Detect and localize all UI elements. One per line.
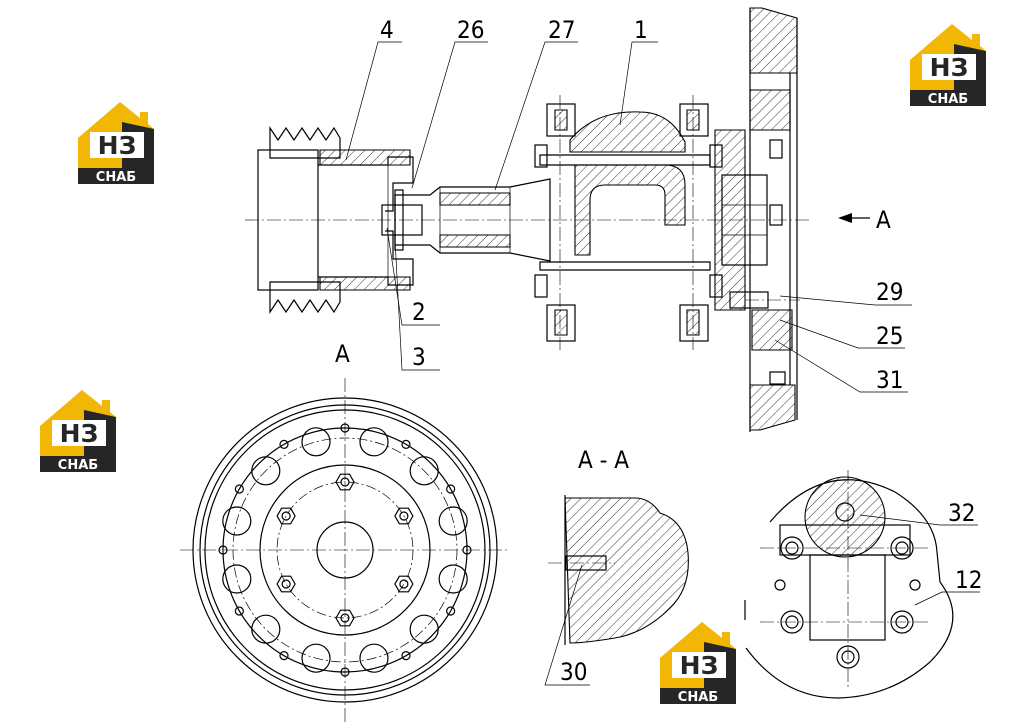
svg-text:СНАБ: СНАБ <box>928 92 968 107</box>
svg-text:НЗ: НЗ <box>930 53 969 82</box>
hex-bolt-head <box>335 609 355 627</box>
svg-text:СНАБ: СНАБ <box>678 690 718 705</box>
small-hole <box>340 423 350 433</box>
callout-29: 29 <box>876 278 903 306</box>
logo-watermark-1: НЗ СНАБ <box>78 102 154 185</box>
section-a-a: A - A <box>544 446 689 686</box>
arrow-label: A <box>876 206 891 234</box>
crank-body <box>534 95 768 350</box>
svg-text:СНАБ: СНАБ <box>96 170 136 185</box>
small-hole <box>234 606 244 616</box>
hex-bolt-head <box>276 507 296 525</box>
hex-bolt-head <box>276 575 296 593</box>
detail-view <box>744 470 980 699</box>
small-hole <box>218 545 228 555</box>
callout-4: 4 <box>380 16 394 44</box>
side-view: A <box>245 7 891 432</box>
small-hole <box>446 606 456 616</box>
hex-bolt-center <box>281 511 291 521</box>
callout-32: 32 <box>948 499 975 527</box>
large-hole <box>438 506 468 536</box>
side-view-leaders <box>345 41 912 393</box>
small-hole <box>279 439 289 449</box>
hex-bolt-center <box>340 477 350 487</box>
hex-bolt-head <box>394 507 414 525</box>
hex-bolt-center <box>399 579 409 589</box>
small-hole <box>340 667 350 677</box>
svg-text:НЗ: НЗ <box>60 419 99 448</box>
view-a-label: A <box>335 340 350 368</box>
view-arrow-a: A <box>838 206 891 234</box>
callout-27: 27 <box>548 16 575 44</box>
callout-12: 12 <box>955 566 982 594</box>
callout-2: 2 <box>412 298 426 326</box>
hex-bolts <box>276 473 414 627</box>
large-hole <box>359 427 389 457</box>
svg-text:НЗ: НЗ <box>680 651 719 680</box>
svg-text:СНАБ: СНАБ <box>58 458 98 473</box>
large-hole <box>409 456 439 486</box>
callout-1: 1 <box>634 16 648 44</box>
logo-watermark-4: НЗ СНАБ <box>660 622 736 705</box>
callout-25: 25 <box>876 322 903 350</box>
callout-3: 3 <box>412 343 426 371</box>
pulley <box>257 126 414 314</box>
detail-shaft-section <box>804 476 886 558</box>
large-hole <box>222 564 252 594</box>
section-label: A - A <box>578 446 629 474</box>
hex-bolt-center <box>340 613 350 623</box>
small-hole <box>401 651 411 661</box>
callout-30: 30 <box>560 658 587 686</box>
large-hole <box>251 456 281 486</box>
callout-labels: 4 26 27 1 2 3 29 25 31 32 12 30 <box>380 16 982 686</box>
logo-watermark-2: НЗ СНАБ <box>910 24 986 107</box>
logo-watermark-3: НЗ СНАБ <box>40 390 116 473</box>
section-body <box>564 497 689 644</box>
large-hole <box>438 564 468 594</box>
hex-bolt-center <box>281 579 291 589</box>
callout-26: 26 <box>457 16 484 44</box>
small-hole <box>462 545 472 555</box>
large-hole <box>301 427 331 457</box>
large-hole <box>222 506 252 536</box>
hex-bolt-center <box>399 511 409 521</box>
small-hole <box>401 439 411 449</box>
outer-rim <box>192 397 498 703</box>
center-bore <box>316 521 374 579</box>
svg-text:НЗ: НЗ <box>98 131 137 160</box>
large-hole <box>251 614 281 644</box>
callout-31: 31 <box>876 366 903 394</box>
shaft <box>381 178 551 262</box>
flange-plate <box>729 7 800 432</box>
small-hole <box>234 484 244 494</box>
large-hole <box>301 643 331 673</box>
large-hole <box>359 643 389 673</box>
view-a: A <box>180 340 510 722</box>
hex-bolt-head <box>335 473 355 491</box>
large-hole <box>409 614 439 644</box>
hex-bolt-head <box>394 575 414 593</box>
small-hole <box>446 484 456 494</box>
bolt-circle-large <box>222 427 468 673</box>
small-hole <box>279 651 289 661</box>
bolt-circle-small <box>218 423 472 677</box>
